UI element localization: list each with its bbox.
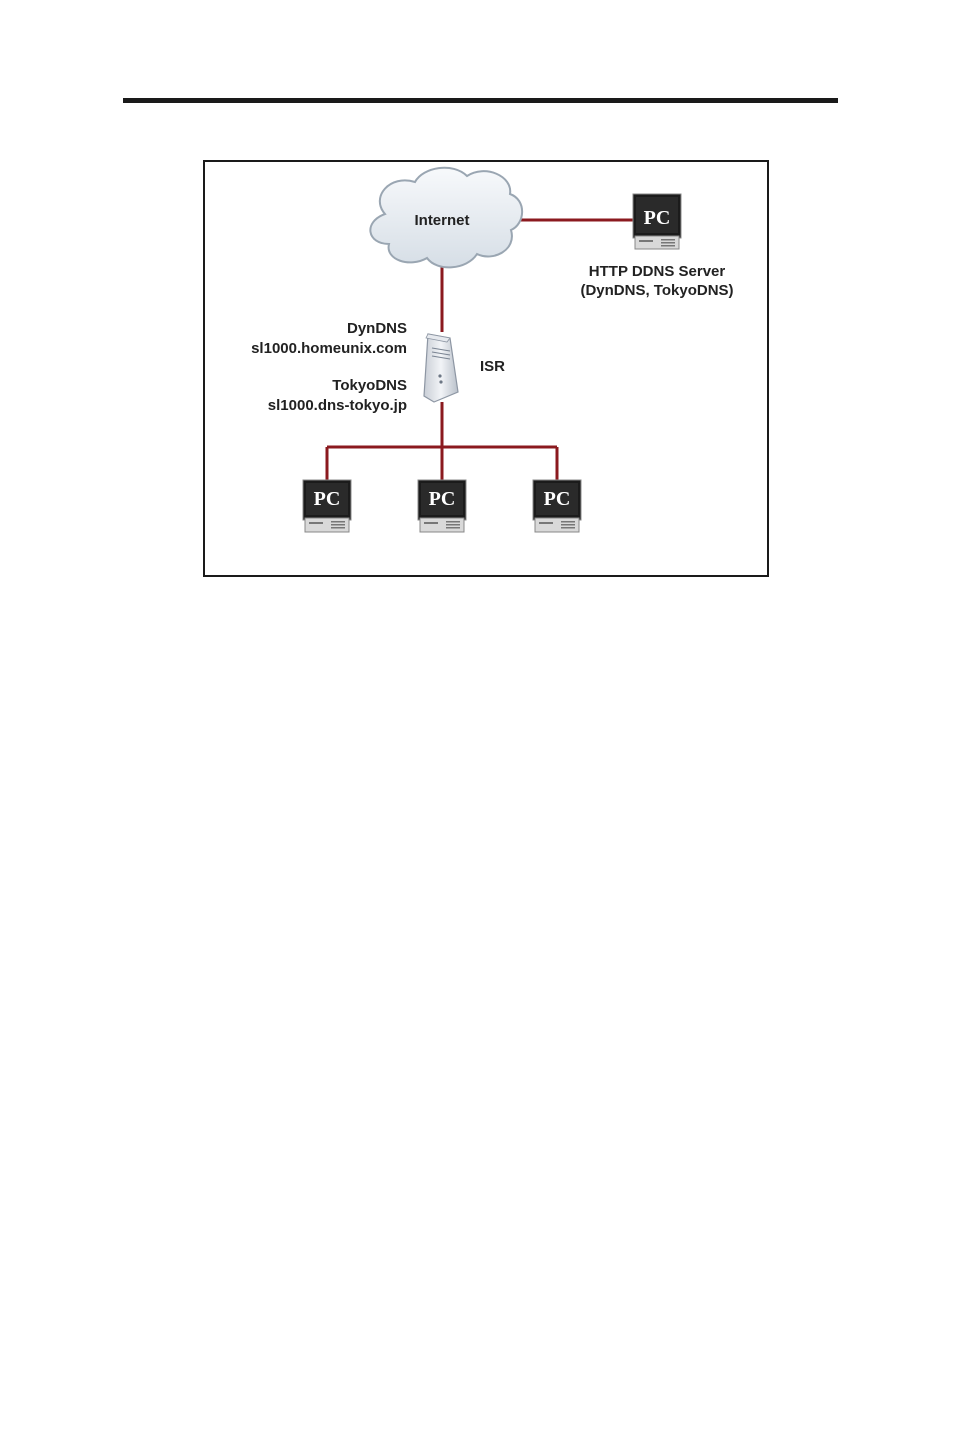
server-pc-label: PC xyxy=(644,207,671,229)
dyndns-title: DynDNS xyxy=(205,319,407,338)
network-diagram: PC PC PC PC Internet HTTP DDNS Server (D… xyxy=(203,160,769,577)
server-caption-line2: (DynDNS, TokyoDNS) xyxy=(557,281,757,300)
client-pc-label-1: PC xyxy=(314,488,341,510)
tokyodns-title: TokyoDNS xyxy=(205,376,407,395)
isr-router-icon xyxy=(424,334,458,402)
client-pc-label-2: PC xyxy=(429,488,456,510)
header-rule xyxy=(123,98,838,103)
client-pc-label-3: PC xyxy=(544,488,571,510)
server-caption-line1: HTTP DDNS Server xyxy=(557,262,757,281)
tokyodns-host: sl1000.dns-tokyo.jp xyxy=(205,396,407,415)
dyndns-host: sl1000.homeunix.com xyxy=(205,339,407,358)
isr-label: ISR xyxy=(480,357,505,376)
internet-label: Internet xyxy=(397,211,487,230)
